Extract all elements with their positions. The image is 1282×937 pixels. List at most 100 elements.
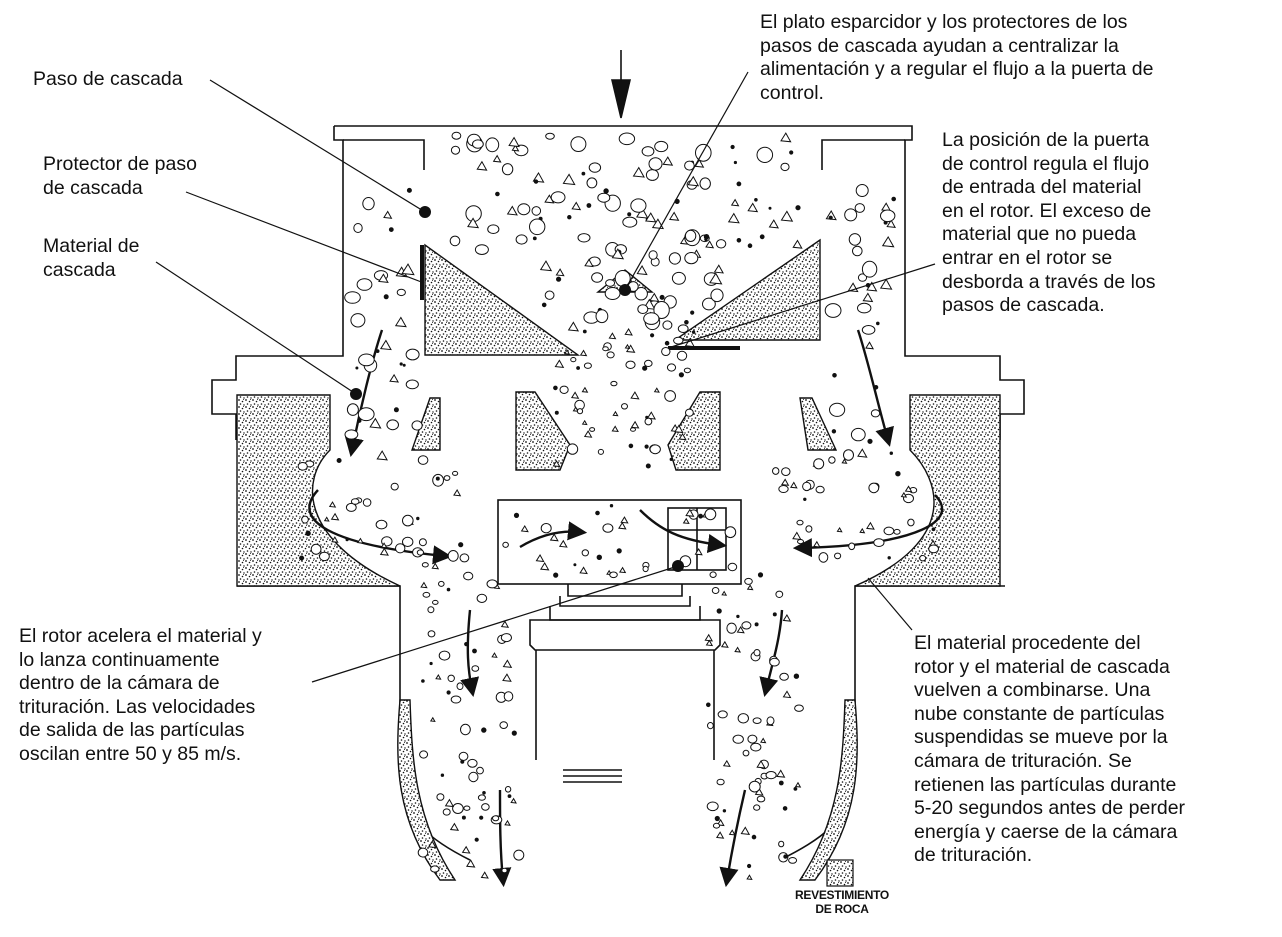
particle (533, 237, 536, 240)
particle (700, 178, 710, 189)
rock-lining-swatch-icon (827, 860, 853, 886)
label-line: suspendidas se mueve por la (914, 726, 1185, 750)
label-line: de trituración. (914, 844, 1185, 868)
label-line: cascada (43, 259, 139, 283)
particle (631, 392, 639, 399)
particle (858, 303, 871, 313)
particle (462, 816, 465, 819)
particle (557, 277, 561, 281)
particle (584, 363, 591, 368)
particle (862, 326, 875, 335)
particle (377, 451, 387, 460)
label-line: Paso de cascada (33, 68, 183, 92)
legend-line-1: REVESTIMIENTO (773, 888, 911, 902)
particle (738, 714, 748, 723)
particle (518, 204, 530, 215)
label-line: La posición de la puerta (942, 129, 1156, 153)
particle (406, 380, 418, 389)
particle (908, 519, 914, 526)
particle (665, 341, 669, 345)
particle (391, 483, 398, 490)
particle (625, 329, 632, 335)
particle (646, 170, 658, 181)
particle (541, 524, 551, 533)
particle (819, 553, 828, 563)
particle (868, 439, 872, 443)
particle (503, 674, 511, 681)
label-line: pasos de cascada. (942, 294, 1156, 318)
particle (577, 367, 580, 370)
particle (670, 212, 679, 220)
particle (400, 363, 402, 365)
particle (437, 794, 444, 801)
particle (767, 717, 774, 725)
particle (691, 311, 694, 314)
particle (754, 650, 760, 656)
particle (451, 696, 461, 703)
particle (464, 572, 473, 580)
particle (845, 209, 857, 221)
particle (567, 444, 577, 454)
particle (403, 537, 413, 546)
particle (735, 648, 740, 653)
particle (345, 430, 358, 439)
label-line: de control regula el flujo (942, 153, 1156, 177)
particle (467, 860, 475, 867)
particle (705, 238, 707, 240)
label-line: material que no pueda (942, 223, 1156, 247)
particle (769, 220, 778, 228)
particle (568, 216, 571, 219)
particle (829, 457, 835, 463)
particle (381, 340, 391, 349)
particle (794, 788, 797, 791)
particle (699, 514, 703, 518)
particle (473, 140, 484, 148)
particle (751, 743, 761, 751)
leader-lines (156, 72, 935, 682)
particle (706, 241, 713, 248)
particle (446, 800, 454, 807)
particle (795, 705, 804, 711)
particle (716, 240, 725, 248)
particle (883, 237, 894, 247)
particle (604, 189, 608, 193)
particle (729, 214, 739, 223)
particle (431, 718, 435, 722)
label-cascade-port-protector: Protector de pasode cascada (43, 153, 197, 200)
particle (583, 330, 586, 333)
particle (760, 235, 764, 239)
particle (803, 482, 811, 490)
particle (853, 246, 863, 256)
particle (403, 515, 414, 526)
particle (589, 163, 600, 172)
particle (752, 835, 756, 839)
particle (514, 850, 524, 860)
particle (621, 517, 627, 523)
particle (613, 412, 617, 416)
label-line: control. (760, 82, 1154, 106)
particle (781, 163, 789, 170)
particle (642, 147, 654, 156)
particle (598, 449, 603, 454)
label-cascade-port: Paso de cascada (33, 68, 183, 92)
particle (512, 731, 516, 735)
particle (629, 444, 633, 448)
particle (780, 673, 789, 680)
particle (473, 649, 477, 653)
particle (486, 138, 499, 152)
particle (651, 334, 654, 337)
particle (376, 520, 387, 529)
particle (761, 739, 766, 743)
particle (784, 855, 787, 858)
particle (784, 691, 791, 697)
label-spreader: El plato esparcidor y los protectores de… (760, 11, 1154, 105)
particle (447, 588, 450, 591)
particle (587, 204, 591, 208)
particle (766, 772, 776, 779)
particle (387, 420, 399, 430)
particle (620, 568, 625, 573)
particle (505, 821, 510, 825)
particle (663, 157, 672, 165)
particle (884, 527, 894, 535)
legend-line-2: DE ROCA (773, 902, 911, 916)
